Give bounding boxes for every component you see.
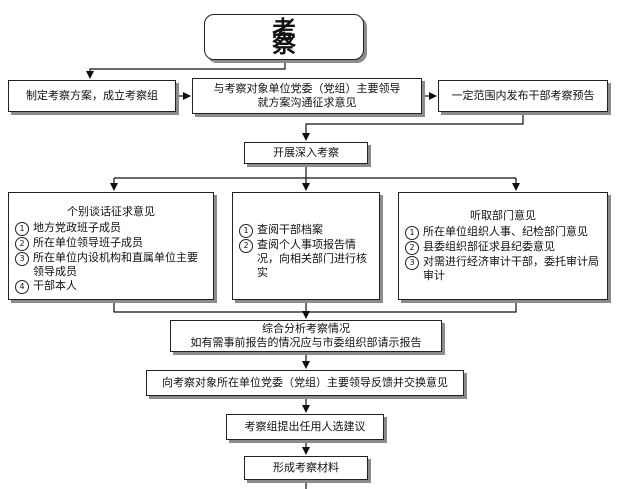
item-text: 县委组织部征求县纪委意见 [423, 240, 555, 253]
arrow-notice-to-deep [302, 113, 524, 141]
item-text: 所在单位内设机构和直属单位主要领导成员 [33, 251, 198, 278]
item-number: 2 [239, 239, 253, 253]
right-branch-title: 听取部门意见 [470, 209, 536, 222]
left-branch-title: 个别谈话征求意见 [67, 205, 155, 218]
arrow-title-to-plan [86, 60, 286, 79]
feedback-text: 向考察对象所在单位党委（党组）主要领导反馈并交换意见 [162, 376, 448, 389]
item-number: 3 [405, 256, 419, 270]
left-branch-list: 1 地方党政班子成员 2 所在单位领导班子成员 3 所在单位内设机构和直属单位主要领导… [15, 221, 207, 294]
item-text: 地方党政班子成员 [33, 221, 121, 234]
item-text: 干部本人 [33, 279, 77, 292]
analysis-text-line1: 综合分析考察情况 [262, 322, 350, 335]
item-number: 2 [15, 237, 29, 251]
feedback-box: 向考察对象所在单位党委（党组）主要领导反馈并交换意见 [146, 370, 464, 396]
right-branch-list: 1 所在单位组织人事、纪检部门意见 2 县委组织部征求县纪委意见 3 对需进行经济审计… [405, 225, 601, 283]
middle-branch-list: 1 查阅干部档案 2 查阅个人事项报告情况，向相关部门进行核实 [239, 223, 373, 280]
item-number: 1 [239, 224, 253, 238]
analysis-box: 综合分析考察情况 如有需事前报告的情况应与市委组织部请示报告 [170, 320, 442, 352]
title-text: 考 察 [272, 16, 344, 58]
material-text: 形成考察材料 [273, 461, 339, 474]
title-box: 考 察 [204, 14, 364, 60]
left-branch-box: 个别谈话征求意见 1 地方党政班子成员 2 所在单位领导班子成员 3 所在单位内设机构… [8, 192, 214, 300]
item-number: 1 [15, 222, 29, 236]
consult-text-line1: 与考察对象单位党委（党组）主要领导 [213, 82, 401, 95]
deep-inspection-text: 开展深入考察 [273, 146, 339, 159]
item-number: 1 [405, 226, 419, 240]
plan-box: 制定考察方案，成立考察组 [8, 80, 176, 112]
list-item: 2 所在单位领导班子成员 [15, 236, 207, 251]
list-item: 1 所在单位组织人事、纪检部门意见 [405, 225, 601, 240]
item-text: 查阅个人事项报告情况，向相关部门进行核实 [257, 238, 367, 279]
branch-split-line [114, 164, 516, 179]
list-item: 2 查阅个人事项报告情况，向相关部门进行核实 [239, 238, 373, 280]
branch-merge-line [113, 301, 517, 318]
plan-text: 制定考察方案，成立考察组 [26, 89, 158, 102]
item-text: 对需进行经济审计干部，委托审计局审计 [423, 255, 599, 282]
suggest-box: 考察组提出任用人选建议 [226, 414, 384, 440]
list-item: 2 县委组织部征求县纪委意见 [405, 240, 601, 255]
item-text: 所在单位领导班子成员 [33, 236, 143, 249]
list-item: 1 查阅干部档案 [239, 223, 373, 238]
list-item: 3 对需进行经济审计干部，委托审计局审计 [405, 255, 601, 283]
middle-branch-box: 1 查阅干部档案 2 查阅个人事项报告情况，向相关部门进行核实 [232, 192, 380, 300]
consult-box: 与考察对象单位党委（党组）主要领导 就方案沟通征求意见 [192, 78, 422, 114]
analysis-text-line2: 如有需事前报告的情况应与市委组织部请示报告 [190, 336, 422, 349]
list-item: 1 地方党政班子成员 [15, 221, 207, 236]
deep-inspection-box: 开展深入考察 [244, 142, 368, 164]
list-item: 3 所在单位内设机构和直属单位主要领导成员 [15, 251, 207, 279]
item-number: 2 [405, 241, 419, 255]
consult-text-line2: 就方案沟通征求意见 [257, 96, 357, 109]
notice-text: 一定范围内发布干部考察预告 [451, 89, 595, 102]
suggest-text: 考察组提出任用人选建议 [244, 420, 366, 433]
list-item: 4 干部本人 [15, 279, 207, 294]
item-text: 所在单位组织人事、纪检部门意见 [423, 225, 588, 238]
material-box: 形成考察材料 [244, 456, 368, 480]
item-text: 查阅干部档案 [257, 223, 323, 236]
notice-box: 一定范围内发布干部考察预告 [438, 80, 608, 112]
item-number: 4 [15, 280, 29, 294]
item-number: 3 [15, 252, 29, 266]
